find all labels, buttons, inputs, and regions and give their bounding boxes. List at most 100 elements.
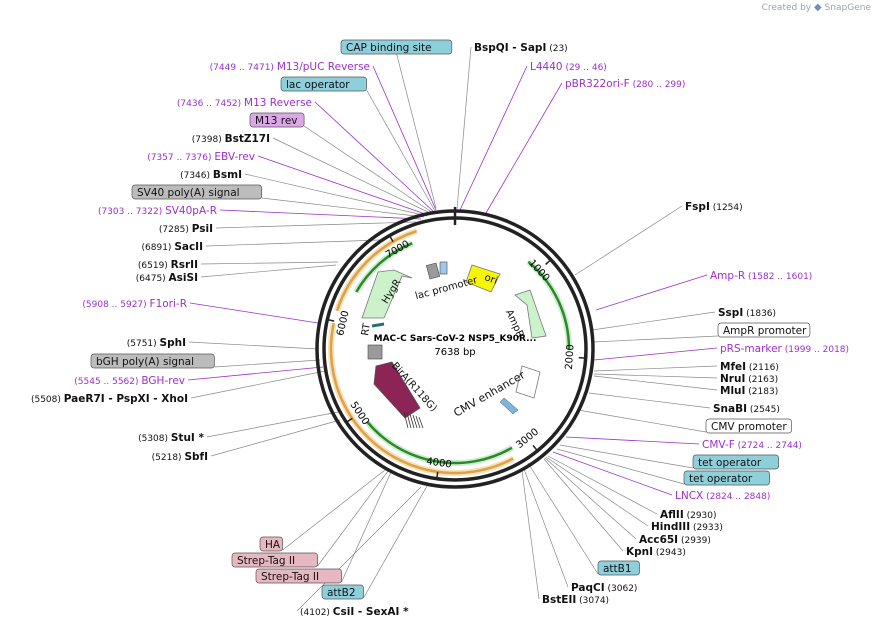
label-text: tet operator	[698, 457, 762, 469]
label-m13-reverse: (7436 .. 7452) M13 Reverse	[177, 97, 312, 109]
ampr-arrow	[514, 289, 547, 339]
label-strep-tag-ii: Strep-Tag II	[255, 568, 342, 584]
label-hindiii: HindIII (2933)	[651, 521, 723, 533]
label-psii: (7285) PsiI	[159, 223, 213, 235]
connector	[527, 462, 599, 575]
connector	[244, 173, 428, 217]
label-text: Amp-R (1582 .. 1601)	[710, 270, 812, 282]
tick-label: 4000	[426, 456, 453, 470]
connector	[366, 89, 436, 212]
label-mfei: MfeI (2116)	[720, 361, 779, 373]
label-text: HA	[265, 539, 281, 551]
connector	[523, 468, 569, 588]
label-csii: (4102) CsiI - SexAI *	[300, 606, 409, 618]
connector	[591, 311, 716, 331]
label-text: (5218) SbfI	[152, 451, 208, 463]
label-text: (7449 .. 7471) M13/pUC Reverse	[210, 61, 370, 73]
ori-arrow	[465, 264, 501, 293]
label-box	[231, 552, 318, 568]
label-text: (7346) BsmI	[180, 169, 242, 181]
label-bstz17i: (7398) BstZ17I	[192, 133, 270, 145]
label-box	[597, 560, 640, 576]
watermark-brand: SnapGene	[824, 3, 871, 13]
connector	[314, 101, 435, 213]
label-text: L4440 (29 .. 46)	[530, 61, 607, 73]
label-text: Acc65I (2939)	[639, 534, 711, 546]
label-f1ori-r: (5908 .. 5927) F1ori-R	[82, 298, 187, 310]
feature-name-rt: RT	[360, 322, 373, 337]
label-m13-puc-reverse: (7449 .. 7471) M13/pUC Reverse	[210, 61, 370, 73]
connector	[593, 347, 718, 361]
connector	[189, 302, 319, 324]
label-text: CAP binding site	[346, 42, 432, 54]
label-box	[683, 470, 770, 486]
label-box	[705, 418, 792, 434]
label-text: SnaBI (2545)	[713, 403, 780, 415]
label-box	[259, 536, 283, 552]
label-box	[249, 112, 305, 128]
label-text: attB2	[327, 587, 356, 599]
connector	[459, 65, 528, 211]
connector	[552, 451, 673, 496]
label-box	[280, 76, 367, 92]
label-cmv-f: CMV-F (2724 .. 2744)	[702, 439, 802, 451]
label-ha: HA	[259, 536, 283, 552]
label-text: (6891) SacII	[142, 241, 203, 253]
label-text: SV40 poly(A) signal	[137, 187, 240, 199]
bira-hatch	[409, 413, 415, 429]
connector	[396, 52, 437, 209]
cmv-promoter-mark	[499, 397, 519, 415]
label-prs-marker: pRS-marker (1999 .. 2018)	[720, 343, 849, 355]
label-box	[340, 39, 453, 55]
label-bsmi: (7346) BsmI	[180, 169, 242, 181]
label-nrui: NruI (2163)	[720, 373, 778, 385]
connector	[219, 209, 422, 220]
tick-label: 3000	[514, 426, 541, 451]
connector	[456, 46, 472, 210]
bira-arrow	[373, 361, 421, 419]
label-text: MluI (2183)	[720, 385, 778, 397]
label-text: (6475) AsiSI	[136, 272, 198, 284]
label-text: bGH poly(A) signal	[96, 356, 194, 368]
label-text: AmpR promoter	[723, 325, 807, 337]
label-text: (7436 .. 7452) M13 Reverse	[177, 97, 312, 109]
label-strep-tag-ii: Strep-Tag II	[231, 552, 318, 568]
connector	[547, 455, 658, 515]
connector	[303, 125, 434, 214]
connector	[544, 457, 637, 540]
connector	[577, 409, 707, 433]
label-text: FspI (1254)	[685, 201, 743, 213]
label-cap-binding-site: CAP binding site	[340, 39, 453, 55]
connector	[559, 444, 694, 469]
connector	[257, 155, 429, 216]
connector	[593, 375, 718, 391]
label-lac-operator: lac operator	[280, 76, 367, 92]
tick-mark	[388, 235, 394, 242]
tick-label: 2000	[564, 344, 577, 370]
orange-feature-arc	[335, 384, 514, 475]
label-aflii: AflII (2930)	[660, 509, 717, 521]
label-paer7i: (5508) PaeR7I - PspXI - XhoI	[31, 393, 188, 405]
label-text: Strep-Tag II	[261, 571, 319, 583]
label-sbfi: (5218) SbfI	[152, 451, 208, 463]
lac-promoter-box	[425, 262, 441, 280]
label-text: tet operator	[689, 473, 753, 485]
feature-name-lac_promoter: lac promoter	[414, 275, 480, 302]
label-text: SspI (1836)	[718, 307, 776, 319]
label-asisi: (6475) AsiSI	[136, 272, 198, 284]
label-cmv-promoter: CMV promoter	[705, 418, 792, 434]
green-feature-arc	[355, 242, 413, 293]
connector	[214, 359, 321, 368]
connector	[592, 335, 719, 343]
connector	[595, 274, 708, 311]
plasmid-size: 7638 bp	[434, 347, 475, 358]
label-text: (5508) PaeR7I - PspXI - XhoI	[31, 393, 188, 405]
connector	[593, 373, 718, 379]
tick-mark	[327, 318, 335, 322]
rt-marker	[371, 322, 385, 328]
connector	[545, 456, 649, 527]
rt-box	[367, 344, 383, 360]
lac-operator-box	[439, 261, 448, 275]
feature-name-ori: ori	[483, 272, 499, 287]
tick-mark	[532, 444, 539, 452]
